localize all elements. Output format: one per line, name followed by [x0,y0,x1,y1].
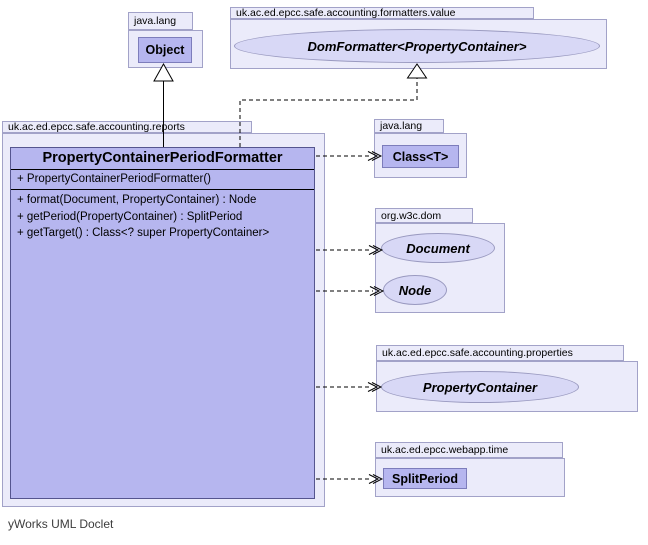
class-name: SplitPeriod [392,471,458,486]
class-node-class-t[interactable]: Class<T> [382,145,459,168]
interface-name: DomFormatter<PropertyContainer> [307,38,527,54]
interface-name: Document [406,240,470,256]
package-tab-formatters-value: uk.ac.ed.epcc.safe.accounting.formatters… [230,7,534,19]
class-node-object[interactable]: Object [138,37,192,63]
class-name: Object [145,43,185,57]
package-tab-java-lang-right: java.lang [374,119,444,133]
package-tab-java-lang-top: java.lang [128,12,193,30]
dependency-arrow-splitperiod [316,474,384,484]
interface-node-document[interactable]: Document [381,233,495,263]
package-tab-webapp-time: uk.ac.ed.epcc.webapp.time [375,442,563,458]
dependency-arrow-document [316,245,384,255]
interface-node-propertycontainer[interactable]: PropertyContainer [381,371,579,403]
class-name: Class<T> [392,149,449,164]
constructor-row: + PropertyContainerPeriodFormatter() [11,170,314,190]
package-label: uk.ac.ed.epcc.safe.accounting.properties [382,347,573,359]
package-label: org.w3c.dom [381,209,442,222]
interface-node-domformatter[interactable]: DomFormatter<PropertyContainer> [234,29,600,63]
package-tab-reports: uk.ac.ed.epcc.safe.accounting.reports [2,121,252,133]
dependency-arrow-propertycontainer [316,382,383,392]
package-label: uk.ac.ed.epcc.safe.accounting.formatters… [236,7,456,19]
package-label: java.lang [134,15,177,27]
interface-name: PropertyContainer [422,379,538,395]
package-label: uk.ac.ed.epcc.safe.accounting.reports [8,121,185,133]
class-node-propertycontainerperiodformatter[interactable]: PropertyContainerPeriodFormatter + Prope… [10,147,315,499]
package-tab-properties: uk.ac.ed.epcc.safe.accounting.properties [376,345,624,361]
doclet-footer-text: yWorks UML Doclet [8,517,114,531]
package-label: uk.ac.ed.epcc.webapp.time [381,444,509,456]
methods-compartment: + format(Document, PropertyContainer) : … [11,190,314,242]
interface-node-node[interactable]: Node [383,275,447,305]
package-tab-org-w3c-dom: org.w3c.dom [375,208,473,223]
method-row: + format(Document, PropertyContainer) : … [17,194,257,206]
method-row: + getTarget() : Class<? super PropertyCo… [17,227,270,239]
method-row: + getPeriod(PropertyContainer) : SplitPe… [17,210,243,223]
class-title[interactable]: PropertyContainerPeriodFormatter [11,148,314,170]
dependency-arrow-class-t [316,151,383,161]
dependency-arrow-node [316,286,385,296]
package-label: java.lang [380,120,423,132]
interface-name: Node [398,282,432,298]
class-node-splitperiod[interactable]: SplitPeriod [383,468,467,489]
